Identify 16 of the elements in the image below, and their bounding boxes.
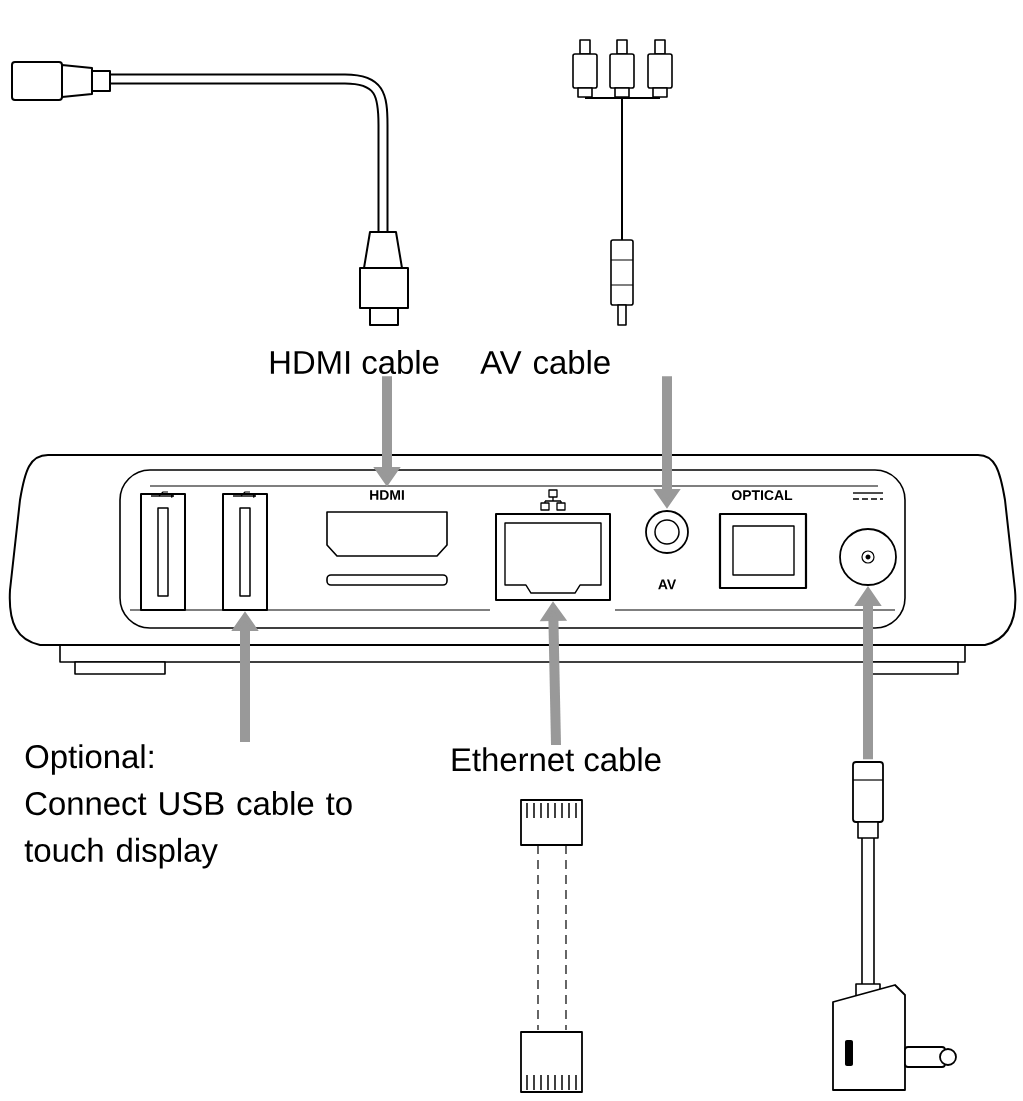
usb-port: [222, 493, 268, 611]
hdmi-port: HDMI: [326, 490, 448, 586]
power-jack: [839, 528, 897, 586]
ethernet-port: [495, 513, 611, 601]
node-label: HDMI: [370, 490, 404, 500]
power-plug-drawing: [832, 761, 957, 1091]
cable-label: Ethernet cable: [452, 747, 661, 772]
optical-port: OPTICAL: [718, 490, 808, 590]
cable-label: AV cable: [480, 349, 610, 375]
node-label: OPTICAL: [731, 490, 793, 501]
node-label: AV: [658, 579, 677, 590]
set-top-box-drawing: [8, 454, 1017, 675]
cable-label: HDMI cable: [270, 349, 439, 375]
note-text: Optional: Connect USB cable to touch display: [24, 744, 352, 869]
usb-port: [140, 493, 186, 611]
av-jack: AV: [645, 510, 689, 590]
